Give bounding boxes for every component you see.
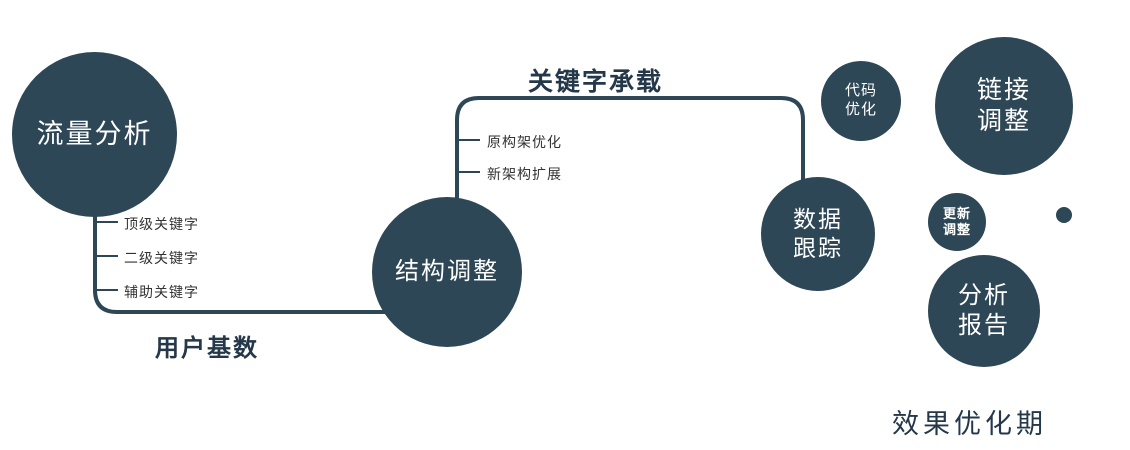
node-code-optimization-line2: 优化 bbox=[844, 101, 877, 118]
tick-label-auxiliary-keywords: 辅助关键字 bbox=[124, 284, 199, 300]
node-analysis-report: 分析 报告 bbox=[928, 255, 1040, 367]
tick-label-secondary-keywords: 二级关键字 bbox=[124, 250, 199, 266]
tick-label-top-keywords: 顶级关键字 bbox=[124, 216, 199, 232]
node-update-adjustment-line2: 调整 bbox=[942, 222, 971, 237]
tick-label-original-structure-opt: 原构架优化 bbox=[487, 134, 562, 150]
node-update-adjustment: 更新 调整 bbox=[928, 193, 986, 251]
node-traffic-analysis-label: 流量分析 bbox=[36, 118, 153, 149]
node-traffic-analysis: 流量分析 bbox=[12, 52, 177, 217]
node-code-optimization-line1: 代码 bbox=[844, 82, 877, 100]
node-link-adjustment: 链接 调整 bbox=[935, 37, 1073, 175]
small-dot bbox=[1056, 207, 1072, 223]
edge-keyword-carry-path bbox=[455, 96, 805, 215]
edge-label-keyword-carry: 关键字承载 bbox=[528, 68, 664, 96]
node-structure-adjust-label: 结构调整 bbox=[395, 258, 499, 285]
caption-effect-optimization-period: 效果优化期 bbox=[892, 409, 1047, 439]
node-data-tracking-line2: 跟踪 bbox=[793, 235, 843, 261]
node-link-adjustment-line2: 调整 bbox=[976, 107, 1031, 135]
node-data-tracking-line1: 数据 bbox=[793, 206, 843, 233]
node-code-optimization: 代码 优化 bbox=[821, 61, 901, 141]
node-data-tracking: 数据 跟踪 bbox=[761, 177, 875, 291]
node-update-adjustment-line1: 更新 bbox=[942, 205, 971, 221]
node-structure-adjust: 结构调整 bbox=[372, 197, 522, 347]
tick-label-new-structure-expand: 新架构扩展 bbox=[487, 166, 562, 182]
node-analysis-report-line2: 报告 bbox=[958, 312, 1010, 339]
node-analysis-report-line1: 分析 bbox=[958, 282, 1010, 309]
edge-label-user-base: 用户基数 bbox=[155, 335, 259, 362]
node-link-adjustment-line1: 链接 bbox=[976, 75, 1031, 104]
